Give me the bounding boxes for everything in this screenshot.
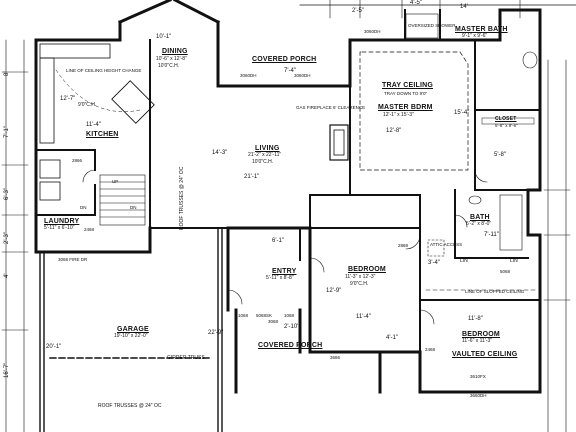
bath-size: 5'-2" x 8'-0" <box>466 221 492 227</box>
dimension-label: 12'-9" <box>326 288 342 294</box>
fire-door-note: 3068 FIRE DR <box>58 257 88 262</box>
dining-size: 10'-6" x 12'-8" <box>156 56 187 62</box>
dimension-label: 11'-8" <box>468 316 483 322</box>
dimension-label: 4'-5" <box>410 0 422 6</box>
up-note: UP <box>112 179 119 184</box>
kitchen-ceiling: 9'0"C.H. <box>78 102 97 108</box>
living-label: LIVING <box>255 145 280 152</box>
girder-truss-note: GIRDER TRUSS <box>167 355 205 361</box>
dn-2-note: DN <box>80 205 87 210</box>
ceiling-change-note: LINE OF CEILING HEIGHT CHANGE <box>66 68 142 73</box>
living-size: 21'-2" x 22'-11" <box>248 152 282 158</box>
dimension-label: 5'-8" <box>494 152 506 158</box>
closet-label: CLOSET <box>495 116 517 122</box>
closet-size: 5'-8" x 9'-6" <box>495 123 518 128</box>
dimension-label: 10'-1" <box>156 34 172 40</box>
laundry-size: 5'-11" x 6'-10" <box>44 225 75 231</box>
bedroom-1-ceiling: 9'0"C.H. <box>350 281 369 287</box>
lin-2-note: LIN <box>510 258 518 264</box>
dimension-label: 3686 <box>330 355 341 360</box>
roof-trusses-bottom-note: ROOF TRUSSES @ 24" OC <box>98 403 162 409</box>
dimension-label: 2'-5" <box>352 8 364 14</box>
gas-fireplace-note: GAS FIREPLACE 6' CLEARENCE <box>296 105 366 110</box>
dimension-label: 1068 <box>238 313 249 318</box>
dimension-label: 3610FX <box>470 374 486 379</box>
vaulted-ceiling-label: VAULTED CEILING <box>452 351 518 358</box>
dimension-label: 16'-7" <box>4 362 10 378</box>
dimension-label: 4'-1" <box>386 335 398 341</box>
dimension-label: 1068 <box>284 313 295 318</box>
bedroom-1-size: 11'-3" x 12'-3" <box>345 274 376 280</box>
dimension-label: 7'-4" <box>284 68 296 74</box>
dimension-label: 12'-7" <box>60 96 76 102</box>
dimension-label: 7'-1" <box>4 126 10 138</box>
dimension-label: 15'-4" <box>454 110 470 116</box>
bedroom-1-label: BEDROOM <box>348 266 386 273</box>
master-bdrm-label: MASTER BDRM <box>378 104 433 111</box>
dimension-label: 12'-8" <box>386 128 402 134</box>
dimension-label: 4' <box>4 273 10 278</box>
oversized-shower-note: OVERSIZED SHOWER <box>408 23 456 28</box>
dn-1-note: DN <box>130 205 137 210</box>
dimension-label: 2468 <box>84 227 95 232</box>
dimension-label: 21'-1" <box>244 174 260 180</box>
laundry-label: LAUNDRY <box>44 218 80 225</box>
master-bath-label: MASTER BATH <box>455 26 508 33</box>
garage-size: 19'-10" x 22'-0" <box>114 333 148 339</box>
tray-ceiling-label: TRAY CEILING <box>382 82 434 89</box>
dimension-label: 22'-9" <box>208 330 224 336</box>
dimension-label: 3068 <box>268 319 279 324</box>
tray-ceiling-note: TRAY DOWN TO 9'0" <box>384 91 428 96</box>
dimension-label: 5068SK <box>256 313 273 318</box>
dimension-label: 2'-3" <box>4 232 10 244</box>
dimension-label: 3'-4" <box>428 260 440 266</box>
dimension-label: 5068 <box>500 269 511 274</box>
lin-1-note: LIN <box>460 258 468 264</box>
entry-label: ENTRY <box>272 268 297 275</box>
dimension-label: 14' <box>460 4 468 10</box>
dimension-label: 11'-4" <box>356 314 371 320</box>
dimension-label: 2468 <box>425 347 436 352</box>
dimension-label: 3060DH <box>240 73 257 78</box>
dimension-label: 14'-3" <box>212 150 228 156</box>
bedroom-2-size: 11'-6" x 11'-3" <box>462 338 493 344</box>
master-bdrm-size: 12'-1" x 15'-3" <box>383 112 414 118</box>
sloped-ceiling-note: LINE OF SLOPPED CEILING <box>465 289 525 294</box>
kitchen-label: KITCHEN <box>86 131 119 138</box>
roof-trusses-vertical-note: ROOF TRUSSES @ 24" OC <box>179 166 185 230</box>
attic-access-note: ATTIC ACCESS <box>430 242 463 247</box>
dimension-label: 6'-1" <box>272 238 284 244</box>
dining-ceiling: 10'0"C.H. <box>158 63 180 69</box>
dimension-label: 2866 <box>72 158 83 163</box>
dimension-label: 20'-1" <box>46 344 62 350</box>
living-ceiling: 10'0"C.H. <box>252 159 274 165</box>
master-bath-size: 9'-1" x 9'-6" <box>462 33 488 39</box>
entry-size: 5'-11" x 8'-8" <box>266 275 294 281</box>
dimension-label: 8' <box>4 71 10 76</box>
dimension-label: 2868 <box>398 243 409 248</box>
dimension-label: 3060DH <box>294 73 311 78</box>
dimension-label: 7'-11" <box>484 232 499 238</box>
garage-label: GARAGE <box>117 326 149 333</box>
dimension-label: 2'-10" <box>284 324 300 330</box>
bedroom-2-label: BEDROOM <box>462 331 500 338</box>
bath-label: BATH <box>470 214 490 221</box>
dining-label: DINING <box>162 48 188 55</box>
dimension-label: 11'-4" <box>86 122 101 128</box>
dimension-label: 3060DH <box>364 29 381 34</box>
covered-porch-top-label: COVERED PORCH <box>252 56 317 63</box>
covered-porch-front-label: COVERED PORCH <box>258 342 323 349</box>
dimension-label: 3660DH <box>470 393 487 398</box>
dimension-label: 6'-3" <box>4 188 10 200</box>
